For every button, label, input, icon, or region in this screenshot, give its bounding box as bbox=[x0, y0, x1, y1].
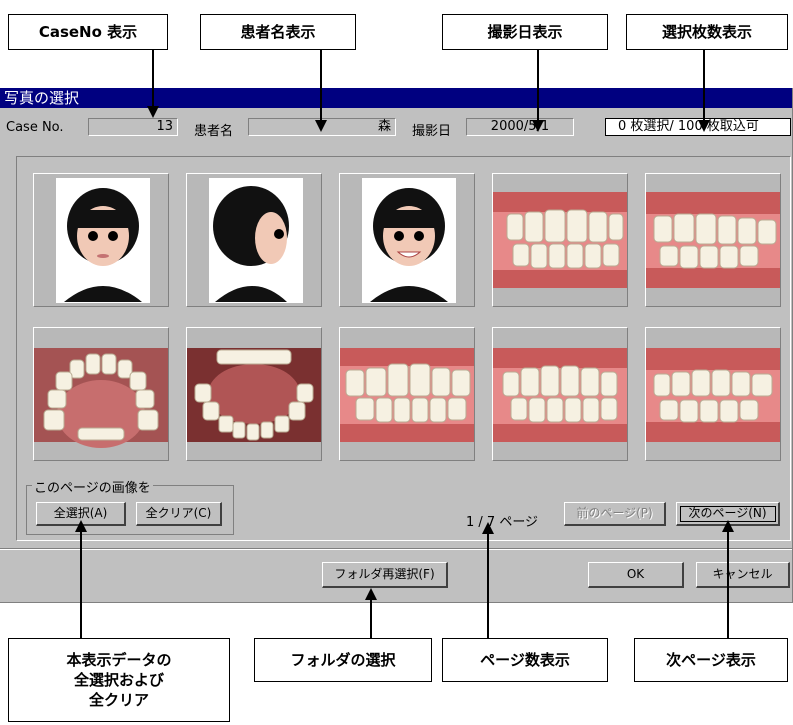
thumbnail-6[interactable] bbox=[33, 327, 169, 461]
callout-folder: フォルダの選択 bbox=[254, 638, 432, 682]
thumbnail-7[interactable] bbox=[186, 327, 322, 461]
info-bar: Case No. 13 患者名 森 撮影日 2000/5/1 0 枚選択/ 10… bbox=[0, 112, 792, 142]
page-count: 1 / 7 ページ bbox=[466, 515, 539, 530]
reselect-folder-button[interactable]: フォルダ再選択(F) bbox=[322, 562, 448, 588]
teeth-side-image bbox=[646, 192, 780, 288]
thumbnail-5[interactable] bbox=[645, 173, 781, 307]
callout-pages-arrow bbox=[482, 522, 494, 534]
teeth-front-image bbox=[493, 348, 627, 442]
callout-date: 撮影日表示 bbox=[442, 14, 608, 50]
callout-date-line bbox=[537, 50, 539, 122]
date-field: 2000/5/1 bbox=[466, 118, 574, 136]
callout-next: 次ページ表示 bbox=[634, 638, 788, 682]
callout-caseno-line bbox=[152, 50, 154, 108]
teeth-side-image bbox=[646, 348, 780, 442]
window-title: 写真の選択 bbox=[0, 88, 792, 108]
callout-pages: ページ数表示 bbox=[442, 638, 608, 682]
callout-select-arrow bbox=[75, 520, 87, 532]
page-selection-group-label: このページの画像を bbox=[32, 477, 153, 496]
portrait-side-image bbox=[209, 178, 303, 303]
prev-page-button[interactable]: 前のページ(P) bbox=[564, 502, 666, 526]
teeth-lower-image bbox=[187, 348, 321, 442]
callout-next-line bbox=[727, 530, 729, 638]
callout-count-line bbox=[703, 50, 705, 122]
case-no-field: 13 bbox=[88, 118, 178, 136]
date-label: 撮影日 bbox=[412, 124, 452, 139]
photo-select-window: 写真の選択 Case No. 13 患者名 森 撮影日 2000/5/1 0 枚… bbox=[0, 88, 793, 603]
callout-date-arrow bbox=[532, 120, 544, 132]
callout-count: 選択枚数表示 bbox=[626, 14, 788, 50]
teeth-upper-image bbox=[34, 348, 168, 448]
thumbnail-8[interactable] bbox=[339, 327, 475, 461]
callout-patient-line bbox=[320, 50, 322, 122]
teeth-front-image bbox=[493, 192, 627, 288]
callout-folder-line bbox=[370, 598, 372, 638]
thumbnail-2[interactable] bbox=[186, 173, 322, 307]
callout-next-arrow bbox=[722, 520, 734, 532]
callout-patient: 患者名表示 bbox=[200, 14, 356, 50]
cancel-button[interactable]: キャンセル bbox=[696, 562, 790, 588]
patient-label: 患者名 bbox=[194, 124, 234, 139]
portrait-front-image bbox=[56, 178, 150, 303]
callout-patient-arrow bbox=[315, 120, 327, 132]
portrait-smile-image bbox=[362, 178, 456, 303]
callout-folder-arrow bbox=[365, 588, 377, 600]
thumbnail-10[interactable] bbox=[645, 327, 781, 461]
callout-caseno: CaseNo 表示 bbox=[8, 14, 168, 50]
teeth-front-image bbox=[340, 348, 474, 442]
thumbnail-3[interactable] bbox=[339, 173, 475, 307]
callout-count-arrow bbox=[698, 120, 710, 132]
next-page-button[interactable]: 次のページ(N) bbox=[676, 502, 780, 526]
thumbnail-9[interactable] bbox=[492, 327, 628, 461]
thumbnail-4[interactable] bbox=[492, 173, 628, 307]
callout-pages-line bbox=[487, 532, 489, 638]
ok-button[interactable]: OK bbox=[588, 562, 684, 588]
thumbnail-panel bbox=[16, 156, 791, 541]
thumbnail-1[interactable] bbox=[33, 173, 169, 307]
separator bbox=[0, 548, 792, 550]
clear-all-button[interactable]: 全クリア(C) bbox=[136, 502, 222, 526]
callout-select-clear: 本表示データの 全選択および 全クリア bbox=[8, 638, 230, 722]
callout-select-line bbox=[80, 530, 82, 638]
callout-caseno-arrow bbox=[147, 106, 159, 118]
case-no-label: Case No. bbox=[6, 120, 64, 135]
